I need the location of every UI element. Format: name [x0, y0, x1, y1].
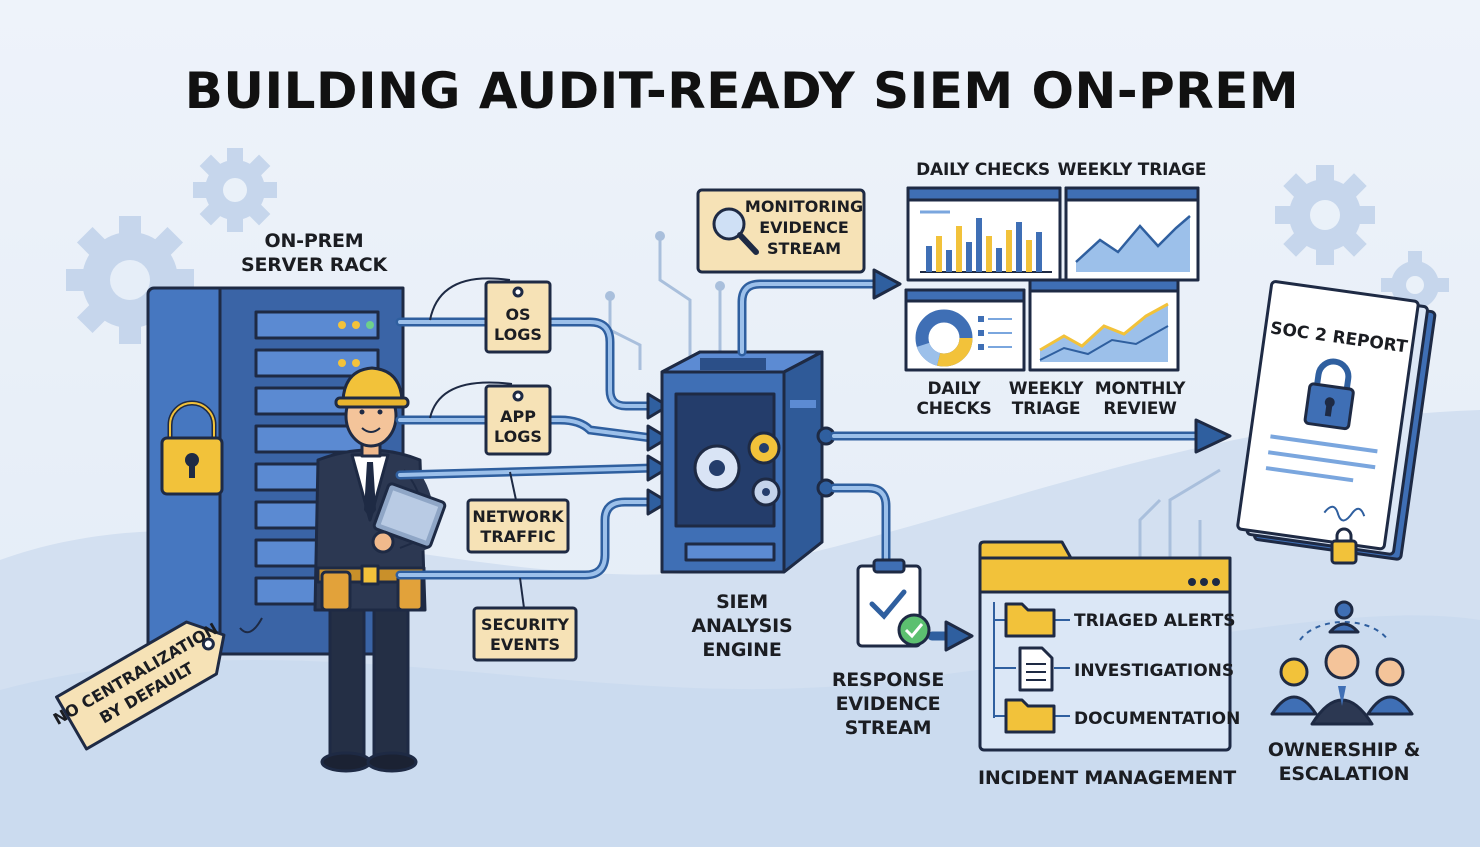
monitoring-stream-line1: MONITORING: [745, 197, 863, 216]
dashboard-bottom-label-line2: TRIAGE: [1012, 399, 1081, 419]
people-icon: [1270, 600, 1414, 726]
output-flow-arrows: [737, 268, 1232, 652]
log-source-line2: EVENTS: [490, 635, 560, 654]
magnifier-icon: [712, 207, 759, 255]
soc-report: SOC 2 REPORT: [1236, 280, 1437, 565]
response-stream: RESPONSE EVIDENCE STREAM: [832, 558, 944, 739]
log-source-line1: APP: [500, 407, 536, 426]
log-source-line1: NETWORK: [472, 507, 564, 526]
incident-management-label: INCIDENT MANAGEMENT: [978, 767, 1236, 789]
folder-icon: [1004, 698, 1056, 734]
rack-padlock-icon: [160, 400, 224, 496]
server-rack-label-line1: ON-PREM: [265, 230, 364, 252]
log-source-tag: APP LOGS: [429, 381, 552, 456]
siem-engine-line1: SIEM: [716, 591, 768, 613]
signature-icon: [1323, 505, 1366, 522]
folder-icon: [1004, 602, 1056, 638]
server-rack-label-line2: SERVER RACK: [241, 254, 389, 276]
incident-item: TRIAGED ALERTS: [1074, 611, 1236, 631]
server-rack: ON-PREM SERVER RACK: [146, 230, 405, 656]
monitoring-stream-line2: EVIDENCE: [759, 218, 849, 237]
input-flow-arrows: [395, 317, 670, 580]
document-icon: [1018, 646, 1054, 692]
dashboard-line-chart-window: [1028, 278, 1180, 372]
circuit-lines: [605, 231, 1221, 580]
response-stream-line3: STREAM: [845, 717, 932, 739]
report-padlock-icon: [1303, 358, 1355, 431]
tool-pouch-left: [320, 570, 352, 612]
log-source-line2: TRAFFIC: [480, 527, 555, 546]
monitoring-stream-line3: STREAM: [767, 239, 841, 258]
engine-gear-icon: [693, 431, 781, 507]
log-source-tag: OS LOGS: [429, 277, 552, 354]
log-source-tags: OS LOGS APP LOGS NETWORK TRAFFIC SECURIT…: [429, 277, 578, 662]
dashboard-area-chart-window: [1064, 186, 1200, 282]
response-stream-line2: EVIDENCE: [836, 693, 941, 715]
dashboard-bottom-label-line2: CHECKS: [916, 399, 991, 419]
ownership-line2: ESCALATION: [1279, 763, 1410, 785]
dashboard-bottom-label-line1: MONTHLY: [1095, 379, 1186, 399]
dashboard-top-label-left: DAILY CHECKS: [916, 160, 1050, 180]
dashboard-donut-chart-window: [904, 288, 1026, 372]
background-gear-icon: [66, 148, 1449, 344]
dashboards: DAILY CHECKS WEEKLY TRIAGE: [904, 160, 1207, 419]
dashboard-top-label-right: WEEKLY TRIAGE: [1058, 160, 1207, 180]
dashboard-bottom-label-line2: REVIEW: [1103, 399, 1177, 419]
dashboard-bottom-label-line1: WEEKLY: [1009, 379, 1084, 399]
clipboard-check-icon: [856, 558, 931, 648]
log-source-line2: LOGS: [494, 427, 542, 446]
log-source-tag: SECURITY EVENTS: [472, 577, 578, 662]
tablet-icon: [372, 482, 447, 549]
siem-engine-line3: ENGINE: [702, 639, 781, 661]
hard-hat-icon: [334, 366, 410, 409]
monitoring-stream-tag: MONITORING EVIDENCE STREAM: [696, 188, 866, 274]
log-source-line1: OS: [505, 305, 530, 324]
response-stream-line1: RESPONSE: [832, 669, 944, 691]
page-title: BUILDING AUDIT-READY SIEM ON-PREM: [185, 62, 1299, 120]
dashboard-bar-chart-window: [906, 186, 1062, 282]
log-source-tag: NETWORK TRAFFIC: [466, 471, 570, 554]
incident-management-panel: TRIAGED ALERTS INVESTIGATIONS DOCUMENTAT…: [978, 540, 1240, 789]
incident-item: INVESTIGATIONS: [1074, 661, 1234, 681]
report-small-padlock-icon: [1330, 527, 1358, 565]
siem-engine-line2: ANALYSIS: [691, 615, 792, 637]
log-source-line2: LOGS: [494, 325, 542, 344]
log-source-line1: SECURITY: [481, 615, 569, 634]
incident-item: DOCUMENTATION: [1074, 709, 1240, 729]
siem-engine: SIEM ANALYSIS ENGINE: [660, 350, 836, 661]
dashboard-bottom-label-line1: DAILY: [927, 379, 981, 399]
ownership-escalation: OWNERSHIP & ESCALATION: [1268, 600, 1420, 785]
ownership-line1: OWNERSHIP &: [1268, 739, 1420, 761]
